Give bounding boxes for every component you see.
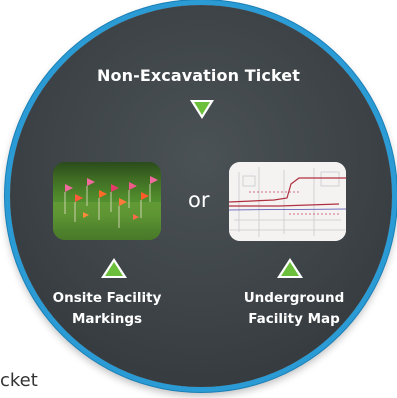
up-arrow-right-fill (281, 262, 299, 276)
facility-map-thumbnail (229, 162, 346, 241)
onsite-markings-photo (53, 162, 161, 240)
down-arrow-fill (194, 102, 210, 115)
label-line: Facility Map (248, 311, 340, 327)
up-arrow-left-fill (105, 262, 123, 276)
label-line: Onsite Facility (52, 290, 162, 306)
background-text-fragment: cket (0, 370, 38, 391)
marking-flags-graphic (64, 176, 158, 228)
underground-facility-map-label: Underground Facility Map (228, 288, 360, 330)
or-connector: or (188, 188, 210, 212)
diagram-title: Non-Excavation Ticket (97, 66, 300, 85)
label-line: Underground (243, 290, 345, 306)
facility-map-graphic (229, 162, 346, 241)
onsite-facility-markings-label: Onsite Facility Markings (46, 288, 168, 330)
label-line: Markings (71, 311, 143, 327)
